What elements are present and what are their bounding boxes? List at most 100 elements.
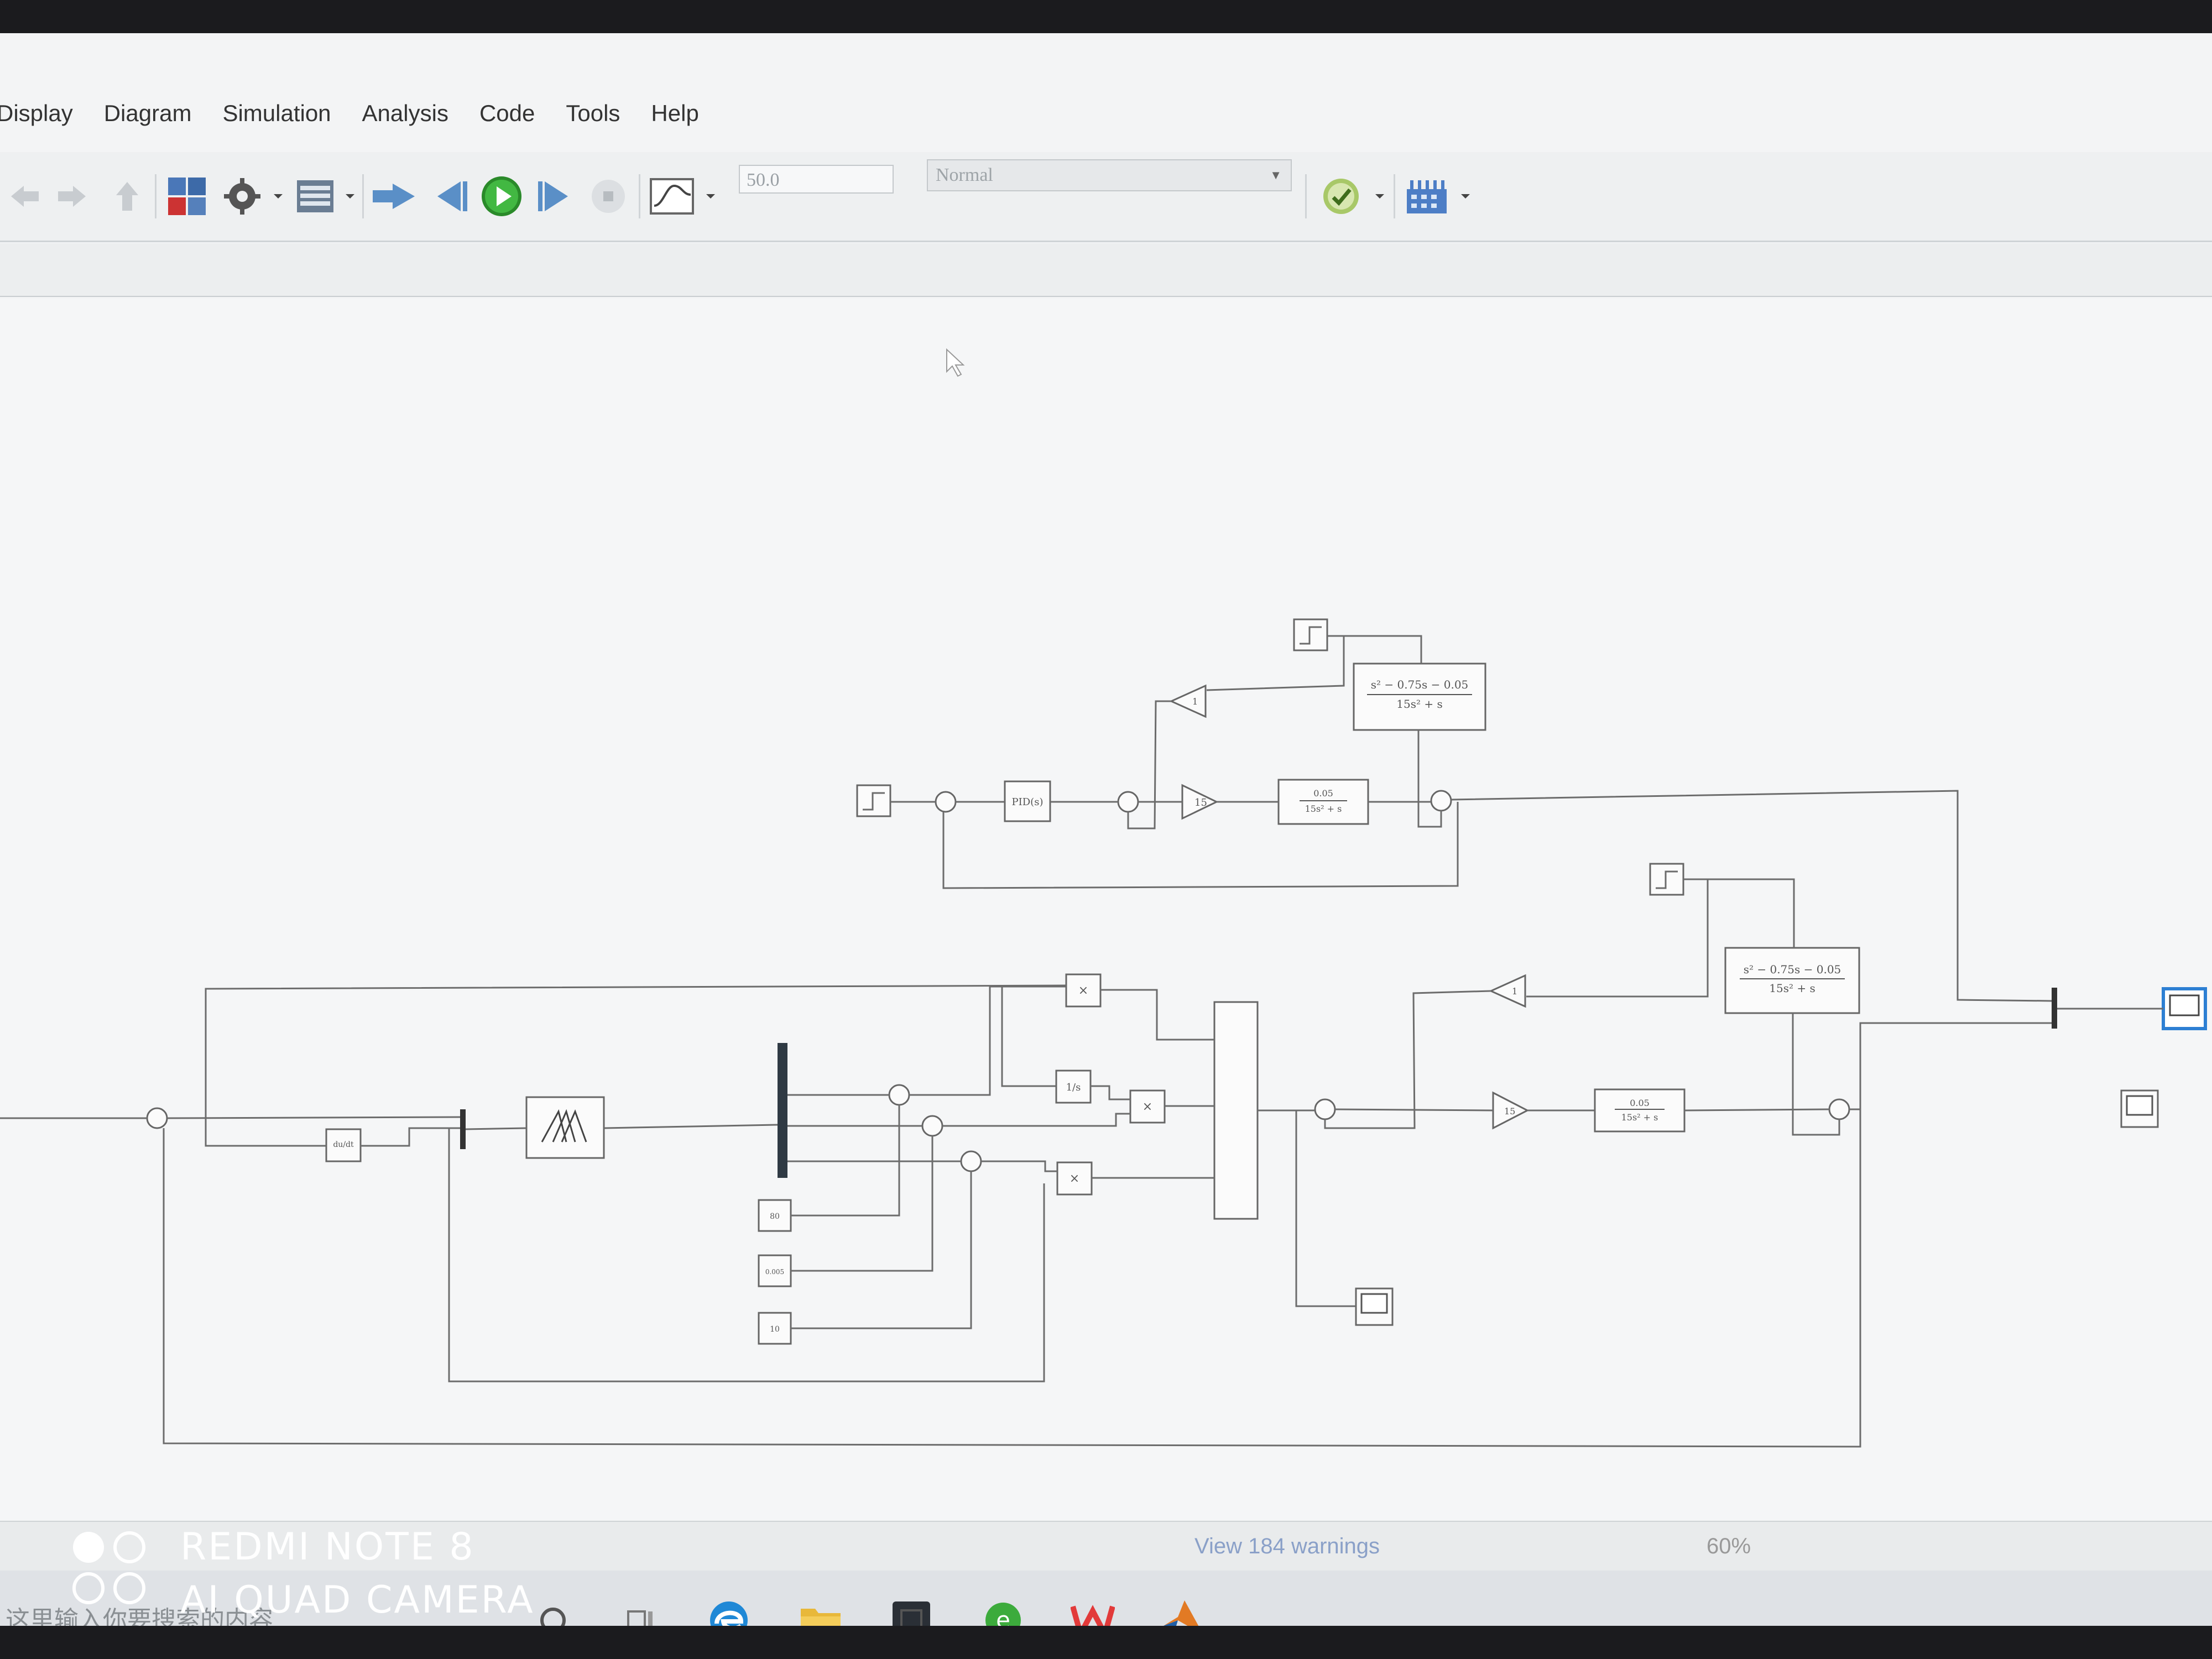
stop-icon <box>592 180 625 213</box>
data-inspector-button[interactable] <box>647 173 697 220</box>
taskbar-360-browser[interactable]: e <box>975 1593 1031 1626</box>
gain-label: 15 <box>1194 797 1207 808</box>
chevron-down-icon <box>346 194 354 199</box>
step-forward-icon <box>538 181 568 211</box>
bottom-sum-c[interactable] <box>960 1150 982 1172</box>
stop-time-input[interactable]: 50.0 <box>739 165 894 194</box>
model-canvas[interactable]: PID(s) 15 0.05 15s² + s s² − 0.75s − 0.0… <box>0 299 2212 1559</box>
forward-button[interactable] <box>53 173 91 220</box>
chevron-down-icon <box>274 194 283 199</box>
constant-value: 10 <box>770 1325 780 1334</box>
bottom-transfer-fcn-1[interactable]: 0.05 15s² + s <box>1594 1088 1686 1133</box>
record-button[interactable] <box>369 173 419 220</box>
bottom-step-disturbance[interactable] <box>1649 863 1684 896</box>
product-block-2[interactable]: × <box>1129 1089 1166 1124</box>
stop-button[interactable] <box>586 173 630 220</box>
block-diagram: PID(s) 15 0.05 15s² + s s² − 0.75s − 0.0… <box>0 348 2207 1448</box>
inspector-dropdown[interactable] <box>702 173 719 220</box>
tf-denominator: 15s² + s <box>1305 804 1342 814</box>
tf-denominator: 15s² + s <box>1621 1112 1658 1123</box>
up-button[interactable] <box>111 173 144 220</box>
taskbar-search-input[interactable]: 这里输入你要搜索的内容 <box>6 1606 273 1626</box>
scope-block-right[interactable] <box>2120 1089 2159 1128</box>
advisor-dropdown[interactable] <box>1371 173 1388 220</box>
task-view-button[interactable] <box>613 1593 668 1626</box>
bottom-transfer-fcn-2[interactable]: s² − 0.75s − 0.05 15s² + s <box>1724 947 1860 1014</box>
bottom-sum-main[interactable] <box>146 1107 168 1129</box>
top-sum-2[interactable] <box>1117 791 1139 813</box>
warnings-link[interactable]: View 184 warnings <box>1194 1534 1380 1558</box>
library-browser-button[interactable] <box>165 173 209 220</box>
menu-diagram[interactable]: Diagram <box>103 100 192 126</box>
build-button[interactable] <box>1402 173 1452 220</box>
settings-dropdown[interactable] <box>270 173 286 220</box>
simulation-mode-select[interactable]: Normal ▼ <box>927 159 1292 191</box>
demux-block[interactable] <box>778 1043 787 1178</box>
step-forward-button[interactable] <box>532 173 576 220</box>
top-transfer-fcn-2[interactable]: s² − 0.75s − 0.05 15s² + s <box>1353 662 1486 731</box>
mux-block-1[interactable] <box>460 1109 466 1149</box>
signal-record-icon <box>373 184 415 209</box>
menu-code[interactable]: Code <box>479 100 535 126</box>
menu-tools[interactable]: Tools <box>566 100 620 126</box>
product-block-3[interactable]: × <box>1056 1161 1093 1196</box>
constant-value: 0.005 <box>765 1268 784 1276</box>
integrator-block[interactable]: 1/s <box>1055 1070 1092 1104</box>
taskbar-edge[interactable] <box>701 1593 757 1626</box>
menu-simulation[interactable]: Simulation <box>222 100 331 126</box>
arrow-up-icon <box>116 182 138 211</box>
bottom-sum-a[interactable] <box>888 1084 910 1106</box>
taskbar-file-explorer[interactable] <box>793 1593 848 1626</box>
top-pid-block[interactable]: PID(s) <box>1004 780 1051 822</box>
menu-display[interactable]: Display <box>0 100 73 126</box>
cortana-button[interactable] <box>525 1593 581 1626</box>
tf-numerator: 0.05 <box>1630 1098 1650 1108</box>
top-sum-3[interactable] <box>1430 790 1452 812</box>
chevron-down-icon: ▼ <box>1270 168 1282 182</box>
bottom-sum-ctrl[interactable] <box>1314 1098 1336 1120</box>
bottom-gain-block[interactable]: 15 <box>1492 1091 1530 1130</box>
back-button[interactable] <box>6 173 44 220</box>
top-sum-1[interactable] <box>935 791 957 813</box>
sum-of-elements-block[interactable] <box>1213 1001 1259 1220</box>
bottom-sum-out[interactable] <box>1828 1098 1850 1120</box>
top-step-block[interactable] <box>856 784 891 817</box>
model-advisor-button[interactable] <box>1319 173 1363 220</box>
model-explorer-button[interactable] <box>293 173 337 220</box>
top-transfer-fcn-1[interactable]: 0.05 15s² + s <box>1277 779 1369 825</box>
constant-80[interactable]: 80 <box>758 1199 792 1232</box>
build-icon <box>1407 180 1447 213</box>
chevron-down-icon <box>1375 194 1384 199</box>
run-button[interactable] <box>477 173 526 220</box>
menu-analysis[interactable]: Analysis <box>362 100 448 126</box>
derivative-block[interactable]: du/dt <box>325 1128 362 1162</box>
windows-taskbar: 这里输入你要搜索的内容 e <box>0 1571 2212 1626</box>
tf-numerator: s² − 0.75s − 0.05 <box>1371 678 1469 691</box>
explorer-dropdown[interactable] <box>342 173 358 220</box>
status-bar: View 184 warnings 60% <box>0 1521 2212 1572</box>
top-step-disturbance[interactable] <box>1293 618 1328 651</box>
mux-block-2[interactable] <box>2052 988 2057 1029</box>
fuzzy-logic-controller[interactable] <box>525 1096 605 1159</box>
wps-office-icon <box>1071 1605 1115 1626</box>
folder-icon <box>801 1609 841 1626</box>
constant-0005[interactable]: 0.005 <box>758 1254 792 1287</box>
taskbar-wps[interactable] <box>1065 1593 1120 1626</box>
top-neg-gain-block[interactable]: 1 <box>1169 684 1207 718</box>
product-block-1[interactable]: × <box>1065 973 1102 1008</box>
bottom-wires <box>0 878 2163 1448</box>
top-gain-block[interactable]: 15 <box>1181 784 1219 820</box>
scope-block-small[interactable] <box>1355 1287 1394 1326</box>
model-settings-button[interactable] <box>220 173 264 220</box>
menu-help[interactable]: Help <box>651 100 699 126</box>
bottom-neg-gain-block[interactable]: 1 <box>1489 974 1526 1008</box>
scope-block-main[interactable] <box>2162 987 2207 1030</box>
build-dropdown[interactable] <box>1457 173 1474 220</box>
constant-10[interactable]: 10 <box>758 1312 792 1345</box>
taskbar-app-dark[interactable] <box>884 1593 939 1626</box>
product-sign: × <box>1142 1100 1152 1114</box>
step-back-button[interactable] <box>429 173 473 220</box>
menu-bar: Display Diagram Simulation Analysis Code… <box>0 83 2212 144</box>
taskbar-matlab[interactable] <box>1156 1593 1211 1626</box>
bottom-sum-b[interactable] <box>921 1115 943 1137</box>
